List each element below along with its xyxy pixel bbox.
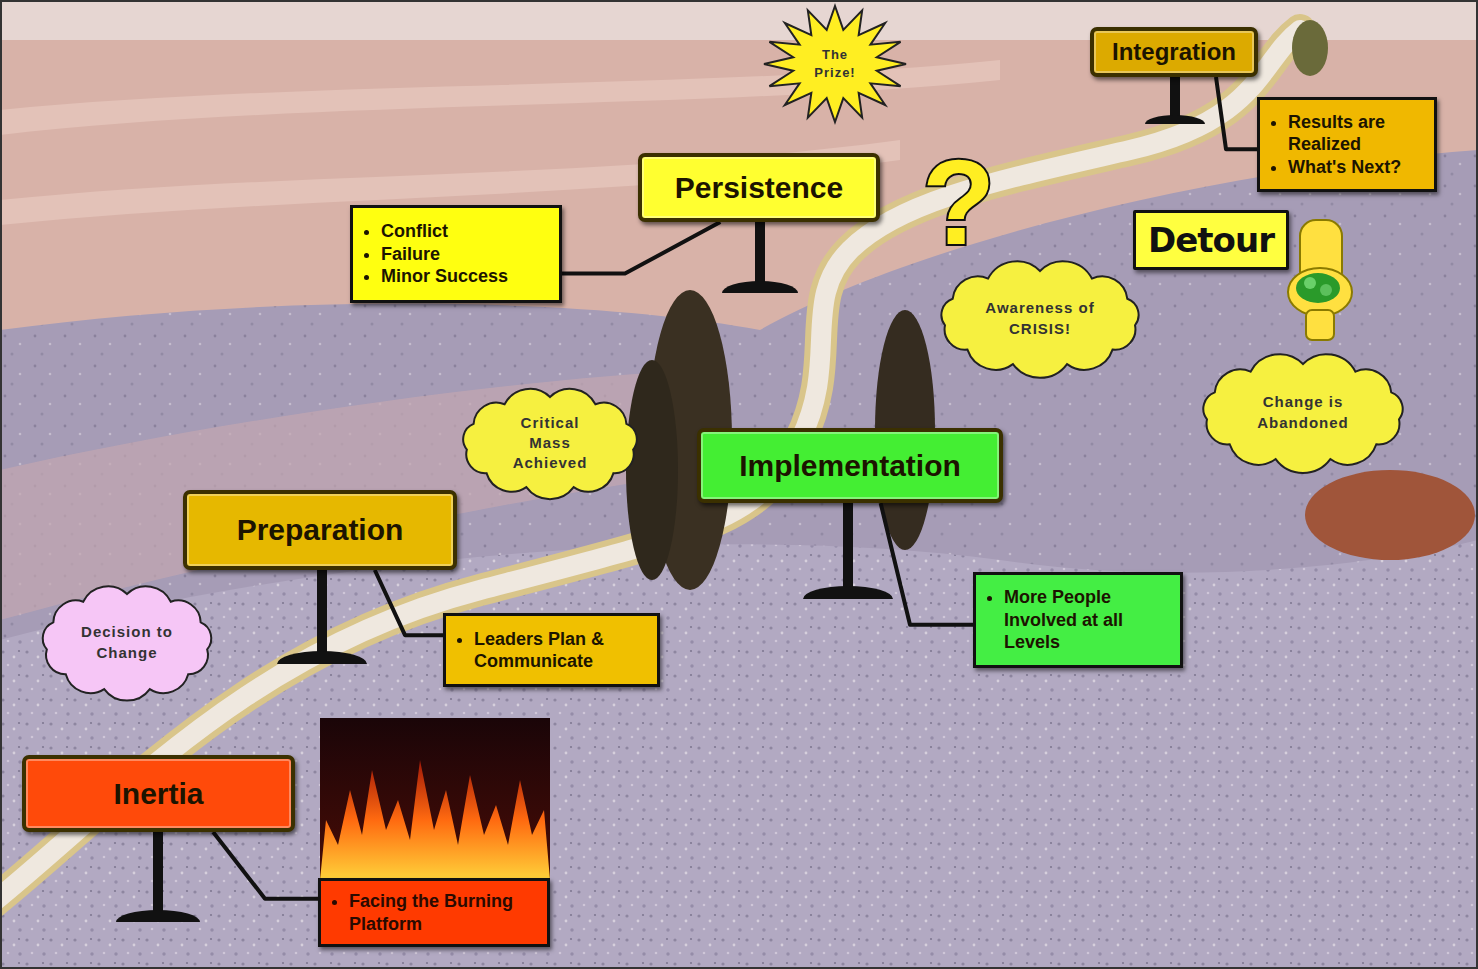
leader-line [1216, 77, 1257, 149]
bullet-list: Leaders Plan & Communicate [452, 628, 647, 673]
cloud-shape [463, 389, 637, 499]
stage-sign: Persistence [638, 153, 880, 222]
bullet-text: What's Next? [1288, 156, 1424, 179]
leader-line [375, 570, 443, 635]
shape-text: Awareness of CRISIS! [984, 298, 1096, 339]
grey-hill [0, 150, 1478, 969]
money-in-bowl [1320, 284, 1332, 296]
road-edge [0, 30, 1300, 905]
post-base [803, 586, 893, 599]
stage-note: Results are RealizedWhat's Next? [1257, 97, 1437, 192]
stage-note: Leaders Plan & Communicate [443, 613, 660, 687]
cypress-tree [626, 360, 678, 580]
sign-post [1170, 75, 1180, 117]
toilet-icon [1288, 220, 1352, 340]
toilet-base [1306, 310, 1334, 340]
post-base [722, 281, 798, 293]
shape-text: Decision to Change [81, 622, 173, 663]
bush [1305, 470, 1475, 560]
money-in-bowl [1296, 273, 1340, 303]
small-tree [1292, 20, 1328, 76]
question-mark: ? [922, 142, 995, 262]
stage-sign: Preparation [183, 490, 457, 570]
sign-post [317, 568, 327, 656]
cloud-outline [930, 257, 1150, 380]
stage-note: More People Involved at all Levels [973, 572, 1183, 668]
road [0, 30, 1300, 905]
stage-note: Facing the Burning Platform [318, 878, 550, 947]
sign-text: Detour [1148, 220, 1274, 260]
bullet-list: ConflictFailureMinor Success [359, 220, 508, 288]
stage-note: ConflictFailureMinor Success [350, 205, 562, 303]
leader-line [881, 503, 973, 625]
shape-text: Critical Mass Achieved [507, 413, 593, 474]
post-base [1145, 115, 1205, 124]
sign-text: Inertia [113, 777, 203, 811]
bullet-text: Leaders Plan & Communicate [474, 628, 647, 673]
event-cloud: Awareness of CRISIS! [930, 257, 1150, 380]
starburst-outline [762, 4, 908, 124]
bullet-list: Facing the Burning Platform [327, 890, 537, 935]
sign-text: Implementation [739, 449, 961, 483]
leader-line [562, 222, 720, 274]
event-cloud: Change is Abandoned [1192, 350, 1414, 475]
stage-sign: Inertia [22, 755, 295, 832]
prize-starburst: The Prize! [762, 4, 908, 124]
shape-text: Change is Abandoned [1247, 392, 1359, 433]
cloud-shape [941, 261, 1138, 378]
event-cloud: Critical Mass Achieved [452, 383, 648, 503]
sign-post [843, 501, 853, 591]
sign-post [755, 220, 765, 284]
sign-text: Preparation [237, 513, 404, 547]
detour-sign: Detour [1133, 210, 1289, 270]
bullet-list: More People Involved at all Levels [982, 586, 1170, 654]
event-cloud: Decision to Change [32, 580, 222, 705]
flames [320, 760, 550, 880]
post-base [116, 910, 200, 922]
leader-line [213, 832, 318, 899]
post-base [277, 651, 367, 664]
fire-picture [320, 718, 550, 880]
bullet-list: Results are RealizedWhat's Next? [1266, 111, 1424, 179]
sign-text: Integration [1112, 38, 1236, 66]
cloud-outline [32, 580, 222, 705]
shape-text: The Prize! [806, 46, 864, 81]
bullet-text: Results are Realized [1288, 111, 1424, 156]
sign-post [153, 830, 163, 914]
cloud-outline [1192, 350, 1414, 475]
stage-sign: Implementation [697, 428, 1003, 503]
cloud-shape [43, 586, 212, 700]
gravel-foreground [0, 540, 1478, 969]
money-in-bowl [1304, 277, 1316, 289]
bullet-text: More People Involved at all Levels [1004, 586, 1170, 654]
bullet-text: Failure [381, 243, 508, 266]
starburst-shape [764, 6, 906, 122]
toilet-bowl [1288, 268, 1352, 316]
cloud-shape [1203, 354, 1402, 473]
sign-text: Persistence [675, 171, 843, 205]
bullet-text: Facing the Burning Platform [349, 890, 537, 935]
bullet-text: Conflict [381, 220, 508, 243]
bullet-text: Minor Success [381, 265, 508, 288]
stage-sign: Integration [1090, 27, 1258, 77]
